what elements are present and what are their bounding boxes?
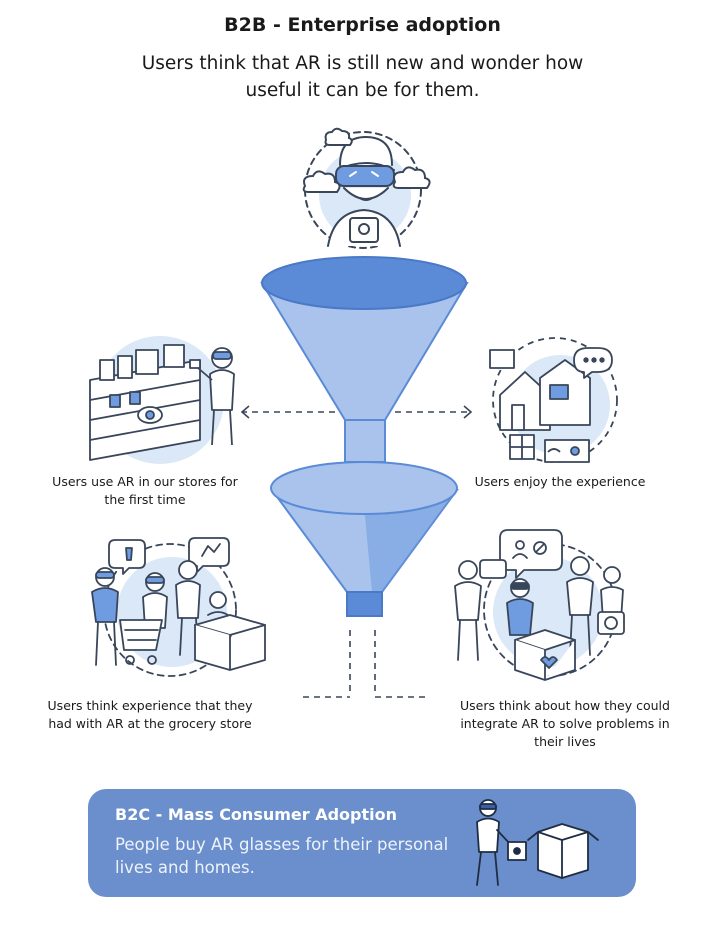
stage-caption-first-use: Users use AR in our stores for the first… (52, 474, 238, 507)
stage-arrows (243, 411, 470, 698)
store-shelves-icon (89, 336, 235, 464)
grocery-shoppers-icon (91, 537, 266, 677)
page-title: B2B - Enterprise adoption (224, 14, 501, 36)
b2c-title: B2C - Mass Consumer Adoption (115, 805, 398, 824)
b2c-body: People buy AR glasses for their personal… (115, 835, 449, 877)
stage-caption-integrate: Users think about how they could integra… (460, 698, 670, 749)
stage-caption-grocery: Users think experience that they had wit… (47, 698, 253, 731)
ar-collaboration-icon (454, 529, 625, 681)
vr-headset-person-icon (302, 127, 431, 249)
arrow-heads (240, 405, 473, 419)
stage-caption-enjoy: Users enjoy the experience (474, 474, 646, 489)
page-subtitle: Users think that AR is still new and won… (141, 53, 584, 101)
smart-home-icon (489, 337, 618, 463)
funnel-icon (260, 256, 469, 617)
